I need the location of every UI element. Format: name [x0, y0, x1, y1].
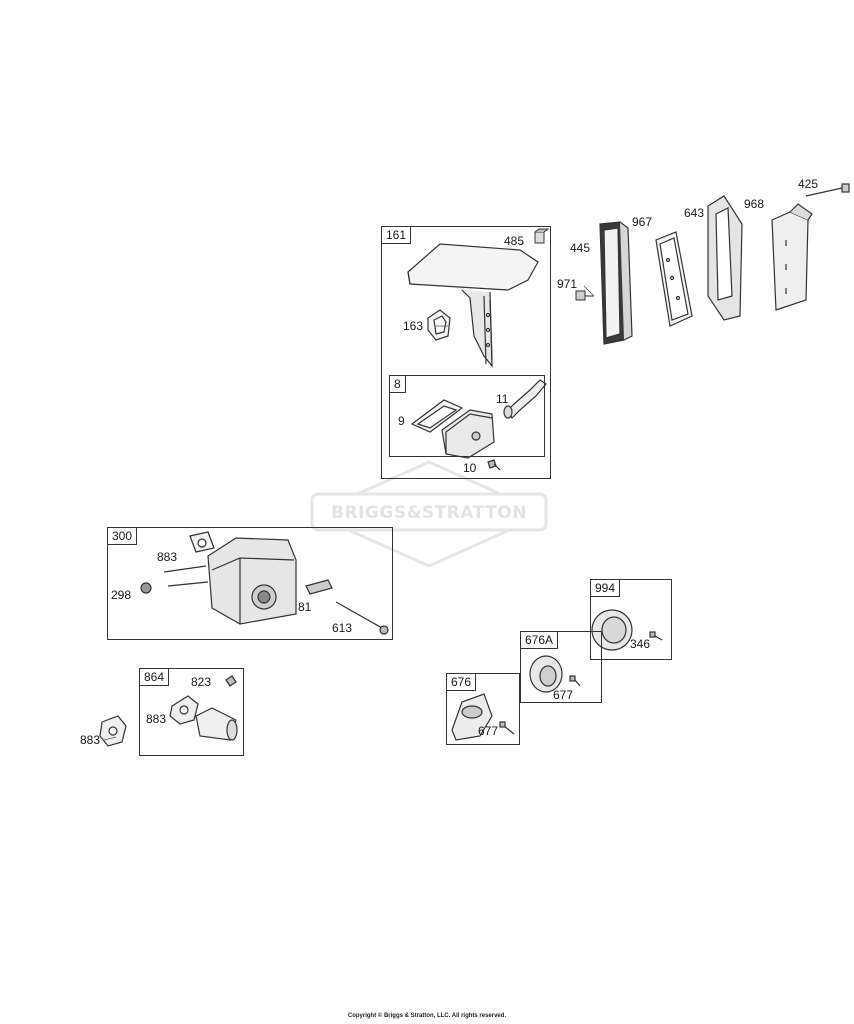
screw-10-drawing: [487, 459, 501, 471]
part-label-11[interactable]: 11: [496, 392, 509, 406]
housing-676-drawing: [451, 693, 515, 741]
cover-968-drawing: [771, 203, 813, 311]
group-label-8[interactable]: 8: [389, 375, 406, 393]
group-label-676a[interactable]: 676A: [520, 631, 559, 649]
part-label-298[interactable]: 298: [111, 588, 132, 602]
exhaust-864-drawing: [169, 675, 238, 741]
group-label-994[interactable]: 994: [590, 579, 621, 597]
filter-643-drawing: [707, 195, 743, 321]
gasket-883-drawing: [99, 715, 127, 747]
part-label-677[interactable]: 677: [478, 724, 499, 738]
muffler-300-drawing: [140, 531, 389, 635]
housing-994-drawing: [591, 609, 663, 651]
group-label-161[interactable]: 161: [381, 226, 412, 244]
housing-676a-drawing: [529, 655, 581, 693]
watermark-text: BRIGGS&STRATTON: [331, 503, 527, 523]
part-label-971[interactable]: 971: [557, 277, 578, 291]
part-label-823[interactable]: 823: [191, 675, 212, 689]
gasket-163-drawing: [427, 309, 451, 341]
group-994-frame: [590, 579, 672, 660]
filter-445-drawing: [599, 221, 633, 345]
group-8-frame: [389, 375, 545, 457]
part-label-485[interactable]: 485: [504, 234, 525, 248]
group-676-frame: [446, 673, 520, 745]
prefilter-967-drawing: [655, 231, 693, 327]
part-label-883[interactable]: 883: [157, 550, 178, 564]
part-label-425[interactable]: 425: [798, 177, 819, 191]
group-161-frame: [381, 226, 551, 479]
group-676a-frame: [520, 631, 602, 703]
nut-485-drawing: [534, 228, 550, 244]
part-label-883[interactable]: 883: [146, 712, 167, 726]
group-label-864[interactable]: 864: [139, 668, 170, 686]
part-label-613[interactable]: 613: [332, 621, 353, 635]
group-label-300[interactable]: 300: [107, 527, 138, 545]
group-864-frame: [139, 668, 244, 756]
part-label-163[interactable]: 163: [403, 319, 424, 333]
group-label-676[interactable]: 676: [446, 673, 477, 691]
part-label-643[interactable]: 643: [684, 206, 705, 220]
copyright-footer: Copyright © Briggs & Stratton, LLC. All …: [347, 1013, 507, 1019]
part-label-10[interactable]: 10: [463, 461, 477, 475]
breather-assembly-drawing: [410, 379, 547, 471]
air-cleaner-base-drawing: [407, 243, 539, 368]
part-label-445[interactable]: 445: [570, 241, 591, 255]
watermark-emblem: [309, 460, 549, 568]
part-label-81[interactable]: 81: [298, 600, 312, 614]
part-label-968[interactable]: 968: [744, 197, 765, 211]
part-label-967[interactable]: 967: [632, 215, 653, 229]
part-label-346[interactable]: 346: [630, 637, 651, 651]
part-label-677[interactable]: 677: [553, 688, 574, 702]
screw-971-drawing: [575, 290, 594, 301]
leader-lines: [103, 285, 595, 741]
screw-425-drawing: [805, 183, 850, 197]
group-300-frame: [107, 527, 393, 640]
part-label-883[interactable]: 883: [80, 733, 101, 747]
part-label-9[interactable]: 9: [398, 414, 405, 428]
